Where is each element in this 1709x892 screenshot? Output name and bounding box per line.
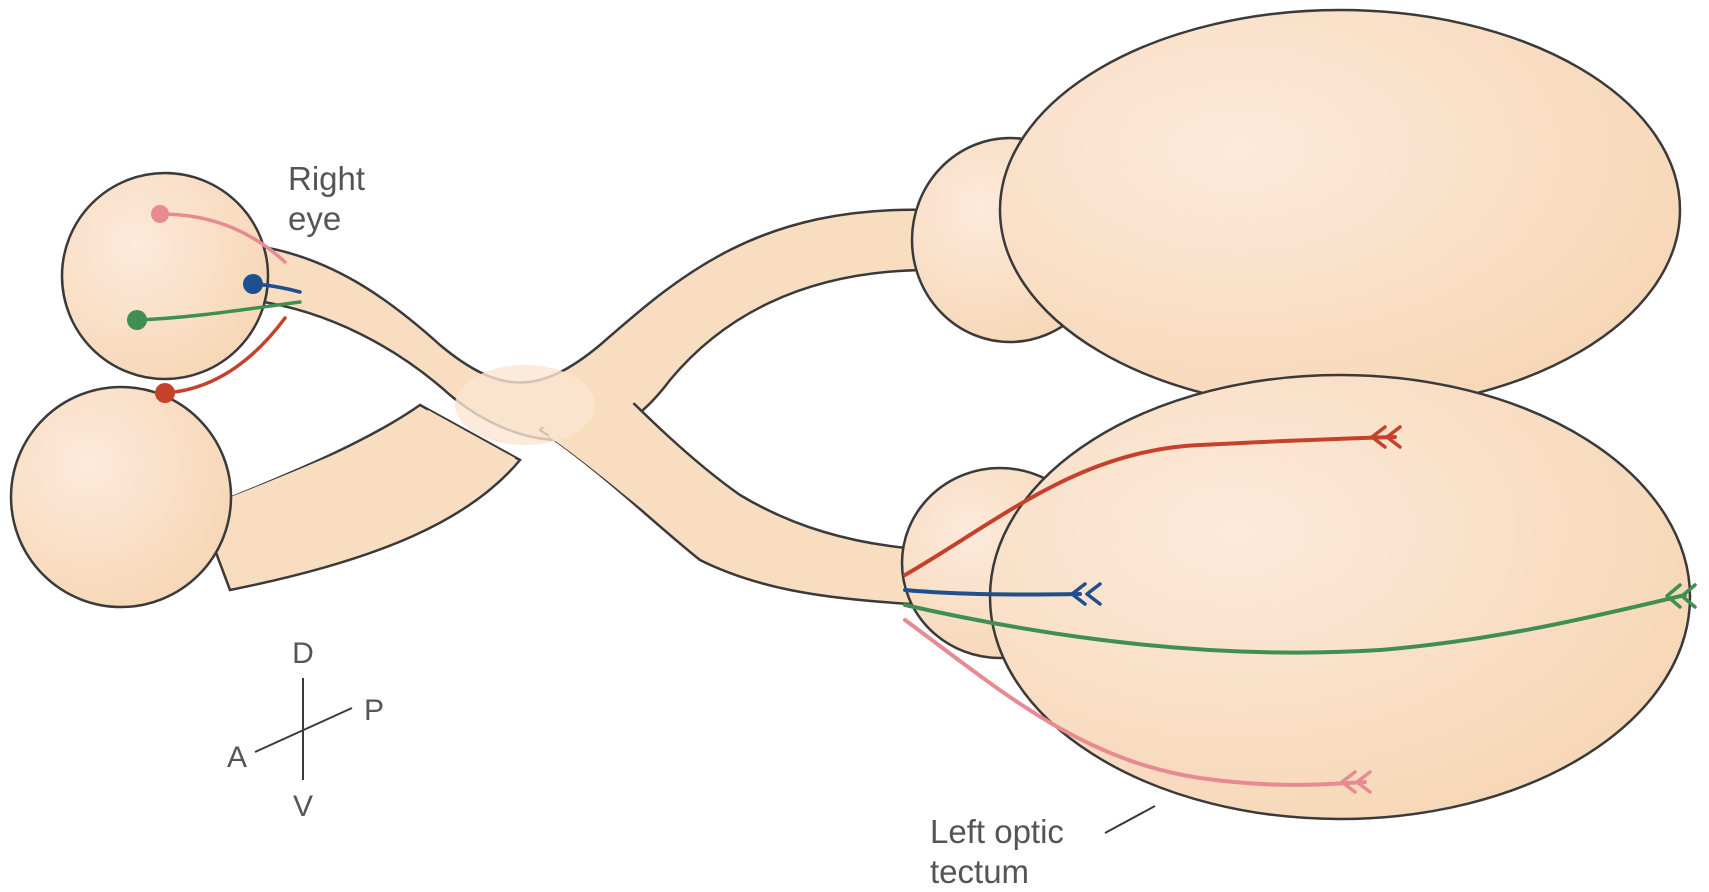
axis-label-posterior: P (364, 694, 384, 727)
axis-label-anterior: A (227, 741, 247, 774)
label-right-eye-line2: eye (288, 200, 341, 237)
label-right-eye: Right eye (288, 160, 365, 237)
label-tectum-line2: tectum (930, 853, 1029, 890)
soma-green (127, 310, 147, 330)
orientation-axes: D V A P (227, 637, 384, 823)
label-left-optic-tectum: Left optic tectum (930, 806, 1155, 890)
soma-blue (243, 274, 263, 294)
label-tectum-line1: Left optic (930, 813, 1064, 850)
left-optic-tectum (990, 375, 1690, 819)
soma-red (155, 383, 175, 403)
left-eye (11, 387, 231, 607)
optic-nerves-and-chiasm (200, 210, 930, 605)
soma-pink (151, 205, 169, 223)
label-tectum-leader (1105, 806, 1155, 833)
right-optic-tectum (1000, 10, 1680, 410)
axis-label-dorsal: D (292, 637, 314, 670)
axis-label-ventral: V (293, 790, 313, 823)
label-right-eye-line1: Right (288, 160, 365, 197)
right-eye (62, 173, 268, 379)
